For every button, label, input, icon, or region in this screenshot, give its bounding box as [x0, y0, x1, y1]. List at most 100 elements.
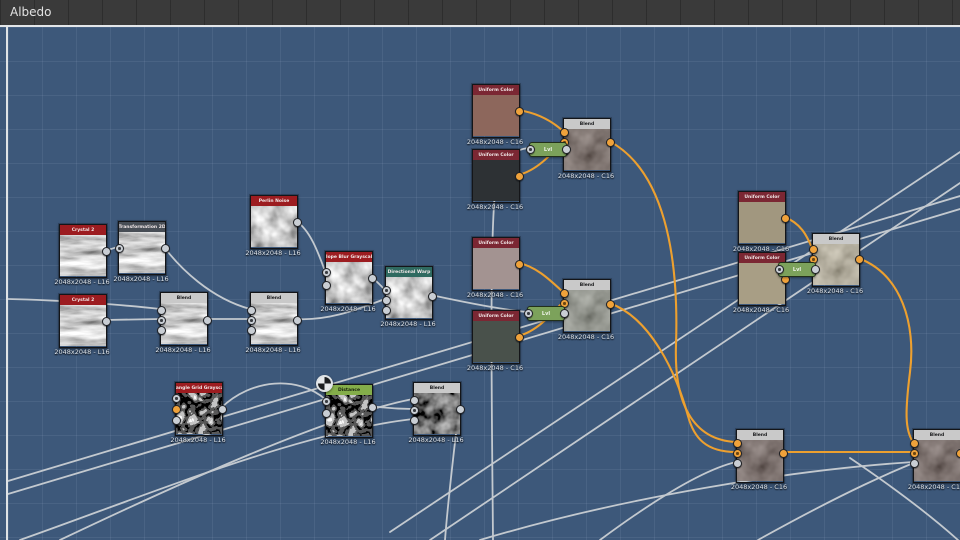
input-port-transform2d[interactable] — [114, 243, 124, 253]
node-blend-c[interactable]: Blend — [413, 382, 461, 436]
node-blend-a[interactable]: Blend — [160, 292, 208, 346]
graph-tab-title[interactable]: Albedo — [10, 5, 52, 19]
input-port-blend-d[interactable] — [732, 438, 742, 448]
node-uniform-color-a[interactable]: Uniform Color — [472, 84, 520, 138]
node-crystal2-a[interactable]: Crystal 2 — [59, 224, 107, 278]
node-perlin-noise[interactable]: Perlin Noise — [250, 195, 298, 249]
output-port-uniform-color-b[interactable] — [514, 171, 524, 181]
node-caption: 2048x2048 - L16 — [380, 320, 436, 328]
output-port-distance[interactable] — [367, 402, 377, 412]
input-port-triangle-grid-grayscale[interactable] — [171, 393, 181, 403]
input-port-blend-mid[interactable] — [559, 288, 569, 298]
input-port-blend-a[interactable] — [156, 305, 166, 315]
input-port-triangle-grid-grayscale[interactable] — [171, 415, 181, 425]
node-crystal2-b[interactable]: Crystal 2 — [59, 294, 107, 348]
output-port-blend-right[interactable] — [854, 254, 864, 264]
output-port-uniform-color-a[interactable] — [514, 106, 524, 116]
input-port-blend-a[interactable] — [156, 325, 166, 335]
node-uniform-color-f[interactable]: Uniform Color — [738, 252, 786, 306]
input-port-lvl-a[interactable] — [525, 145, 535, 154]
input-port-distance[interactable] — [321, 396, 331, 406]
node-caption: 2048x2048 - L16 — [320, 305, 376, 313]
output-port-blend-d[interactable] — [778, 448, 788, 458]
output-port-triangle-grid-grayscale[interactable] — [217, 404, 227, 414]
input-port-blend-c[interactable] — [409, 415, 419, 425]
node-blend-mid[interactable]: Blend — [563, 279, 611, 333]
graph-tab-bar: Albedo — [0, 0, 960, 25]
node-caption: 2048x2048 - L16 — [320, 438, 376, 446]
input-port-blend-b[interactable] — [246, 325, 256, 335]
node-thumbnail — [564, 129, 610, 170]
output-port-uniform-color-d[interactable] — [514, 332, 524, 342]
node-blend-d[interactable]: Blend — [736, 429, 784, 483]
input-port-blend-top[interactable] — [559, 127, 569, 137]
output-port-lvl-c[interactable] — [810, 265, 820, 274]
wire-grayscale — [429, 182, 960, 540]
wire-grayscale — [295, 298, 386, 321]
node-uniform-color-c[interactable]: Uniform Color — [472, 237, 520, 291]
output-port-perlin-noise[interactable] — [292, 217, 302, 227]
input-port-blend-e[interactable] — [909, 438, 919, 448]
node-thumbnail — [176, 393, 222, 434]
input-port-blend-a[interactable] — [156, 315, 166, 325]
node-caption: 2048x2048 - C16 — [466, 203, 524, 211]
output-port-directional-warp[interactable] — [427, 291, 437, 301]
node-caption: 2048x2048 - C16 — [730, 483, 788, 491]
input-port-slope-blur-grayscale[interactable] — [321, 280, 331, 290]
node-blend-e[interactable]: Blend — [913, 429, 960, 483]
input-port-distance[interactable] — [321, 408, 331, 418]
wire-grayscale — [849, 457, 959, 540]
output-port-slope-blur-grayscale[interactable] — [367, 273, 377, 283]
input-port-lvl-b[interactable] — [523, 309, 533, 318]
input-port-blend-b[interactable] — [246, 315, 256, 325]
input-port-directional-warp[interactable] — [381, 295, 391, 305]
node-thumbnail — [737, 440, 783, 481]
node-uniform-color-e[interactable]: Uniform Color — [738, 191, 786, 245]
output-port-blend-c[interactable] — [455, 404, 465, 414]
output-port-blend-b[interactable] — [292, 315, 302, 325]
output-port-lvl-a[interactable] — [561, 145, 571, 154]
node-caption: 2048x2048 - L16 — [54, 348, 110, 356]
input-port-blend-c[interactable] — [409, 405, 419, 415]
output-port-crystal2-a[interactable] — [101, 246, 111, 256]
input-port-blend-d[interactable] — [732, 448, 742, 458]
input-port-blend-right[interactable] — [808, 244, 818, 254]
node-blend-right[interactable]: Blend — [812, 233, 860, 287]
node-triangle-grid-grayscale[interactable]: Triangle Grid Grayscale — [175, 382, 223, 436]
node-thumbnail — [251, 206, 297, 247]
output-port-blend-a[interactable] — [202, 315, 212, 325]
output-port-uniform-color-e[interactable] — [780, 213, 790, 223]
input-port-blend-b[interactable] — [246, 305, 256, 315]
node-thumbnail — [414, 393, 460, 434]
input-port-slope-blur-grayscale[interactable] — [321, 267, 331, 277]
wire-color — [516, 108, 565, 133]
output-port-blend-e[interactable] — [955, 448, 960, 458]
input-port-lvl-c[interactable] — [774, 265, 784, 274]
node-slope-blur-grayscale[interactable]: Slope Blur Grayscale — [325, 251, 373, 305]
output-port-crystal2-b[interactable] — [101, 316, 111, 326]
node-thumbnail — [60, 235, 106, 276]
input-port-blend-e[interactable] — [909, 448, 919, 458]
node-uniform-color-b[interactable]: Uniform Color — [472, 149, 520, 203]
node-transform2d[interactable]: Transformation 2D — [118, 221, 166, 275]
output-port-blend-mid[interactable] — [605, 299, 615, 309]
node-directional-warp[interactable]: Directional Warp — [385, 266, 433, 320]
node-distance[interactable]: Distance — [325, 384, 373, 438]
node-blend-top[interactable]: Blend — [563, 118, 611, 172]
input-port-blend-c[interactable] — [409, 395, 419, 405]
view-output-badge[interactable] — [316, 375, 333, 392]
output-port-uniform-color-c[interactable] — [514, 259, 524, 269]
input-port-directional-warp[interactable] — [381, 285, 391, 295]
output-port-transform2d[interactable] — [160, 243, 170, 253]
output-port-blend-top[interactable] — [605, 137, 615, 147]
node-uniform-color-d[interactable]: Uniform Color — [472, 310, 520, 364]
node-caption: 2048x2048 - L16 — [113, 275, 169, 283]
output-port-lvl-b[interactable] — [559, 309, 569, 318]
input-port-blend-d[interactable] — [732, 458, 742, 468]
input-port-directional-warp[interactable] — [381, 305, 391, 315]
input-port-blend-e[interactable] — [909, 458, 919, 468]
node-blend-b[interactable]: Blend — [250, 292, 298, 346]
node-thumbnail — [473, 160, 519, 201]
input-port-triangle-grid-grayscale[interactable] — [171, 404, 181, 414]
